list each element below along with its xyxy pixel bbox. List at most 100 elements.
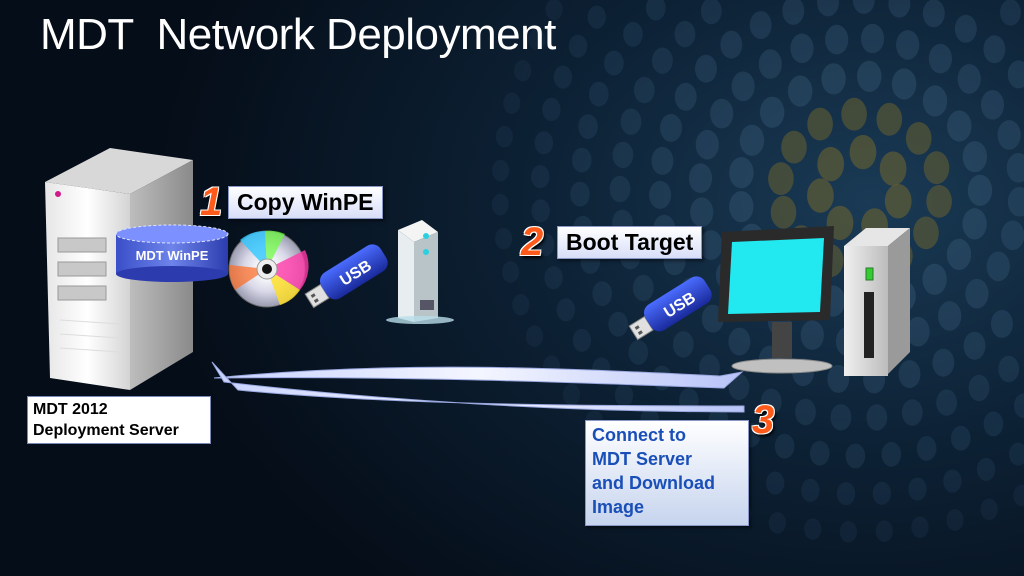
background-dot — [788, 75, 813, 107]
background-dot — [804, 518, 822, 540]
background-dot — [701, 304, 724, 333]
background-dot — [965, 278, 989, 309]
background-dot — [531, 199, 550, 223]
background-dot — [525, 325, 544, 348]
background-dot — [628, 340, 649, 365]
step-2-label: Boot Target — [557, 226, 703, 259]
background-dot — [749, 11, 772, 40]
background-dot — [1013, 484, 1024, 507]
background-dot — [652, 47, 673, 74]
background-dot — [830, 404, 852, 431]
step-3-number: 3 — [752, 398, 775, 442]
background-dot — [911, 516, 929, 538]
background-dot — [860, 23, 885, 54]
background-dot — [884, 184, 912, 219]
background-dot — [632, 274, 654, 302]
background-dot — [651, 146, 674, 175]
winpe-store-label: MDT WinPE — [135, 248, 209, 263]
background-dot — [690, 197, 714, 227]
background-dot — [908, 477, 927, 501]
background-dot — [710, 98, 734, 129]
background-dot — [531, 165, 550, 189]
background-dot — [545, 0, 563, 21]
page-title: MDT Network Deployment — [40, 10, 556, 59]
background-dot — [1007, 187, 1024, 217]
background-dot — [807, 107, 833, 141]
background-dot — [572, 328, 592, 352]
background-dot — [649, 180, 672, 209]
background-dot — [491, 193, 509, 216]
background-dot — [891, 68, 917, 100]
background-dot — [898, 360, 921, 389]
background-dot — [946, 509, 964, 531]
background-dot — [553, 65, 573, 89]
background-dot — [781, 130, 807, 164]
deployment-flow-arrows — [211, 361, 745, 413]
background-dot — [720, 30, 743, 59]
background-dot — [790, 33, 814, 64]
background-dot — [983, 35, 1006, 64]
background-dot — [633, 76, 655, 104]
background-dot — [731, 71, 755, 102]
background-dot — [951, 425, 971, 451]
background-dot — [875, 520, 893, 542]
cd-disc-icon — [228, 230, 309, 308]
background-dot — [946, 238, 972, 270]
background-dot — [660, 113, 682, 142]
background-dot — [807, 178, 834, 213]
step-2-number: 2 — [521, 220, 544, 264]
background-dot — [760, 388, 782, 415]
background-dot — [817, 146, 845, 182]
background-dot — [578, 114, 598, 139]
background-dot — [1001, 220, 1024, 251]
background-dot — [562, 383, 581, 406]
background-dot — [836, 482, 856, 506]
background-dot — [906, 316, 930, 347]
background-dot — [604, 50, 624, 76]
background-dot — [774, 433, 795, 459]
background-dot — [623, 21, 643, 47]
step-3-line: Connect to — [592, 425, 686, 445]
step-3-line: MDT Server — [592, 449, 693, 469]
server-caption-line: Deployment Server — [33, 422, 179, 439]
background-dot — [1007, 60, 1024, 89]
background-dot — [770, 195, 797, 229]
target-pc-case-icon — [844, 228, 910, 376]
background-dot — [938, 301, 962, 331]
background-dot — [809, 440, 830, 466]
background-dot — [795, 398, 816, 426]
background-dot — [592, 281, 612, 307]
background-dot — [1009, 442, 1024, 466]
background-dot — [817, 0, 839, 17]
background-dot — [876, 102, 903, 136]
background-dot — [932, 348, 955, 377]
background-dot — [968, 374, 990, 402]
server-caption-line: MDT 2012 — [33, 401, 108, 418]
background-dot — [768, 162, 794, 196]
background-dot — [872, 481, 892, 505]
background-dot — [845, 443, 866, 469]
router-device-icon — [386, 220, 454, 324]
background-dot — [936, 389, 957, 416]
usb-stick-icon: USB — [304, 244, 388, 309]
background-dot — [495, 227, 513, 250]
background-dot — [729, 191, 754, 223]
target-monitor-icon — [718, 226, 834, 374]
background-dot — [901, 399, 923, 426]
background-dot — [729, 157, 754, 189]
background-dot — [700, 0, 722, 25]
server-caption: MDT 2012 Deployment Server — [27, 396, 211, 444]
background-dot — [503, 92, 521, 114]
background-dot — [544, 266, 563, 290]
step-3-line: Image — [592, 497, 645, 517]
background-dot — [528, 28, 546, 51]
background-dot — [800, 320, 824, 350]
background-dot — [674, 82, 697, 111]
background-dot — [695, 129, 719, 160]
background-dot — [495, 125, 513, 148]
background-dot — [1000, 0, 1021, 26]
background-dot — [852, 0, 875, 14]
background-dot — [957, 64, 981, 94]
step-3-description: Connect to MDT Server and Download Image — [585, 420, 749, 526]
